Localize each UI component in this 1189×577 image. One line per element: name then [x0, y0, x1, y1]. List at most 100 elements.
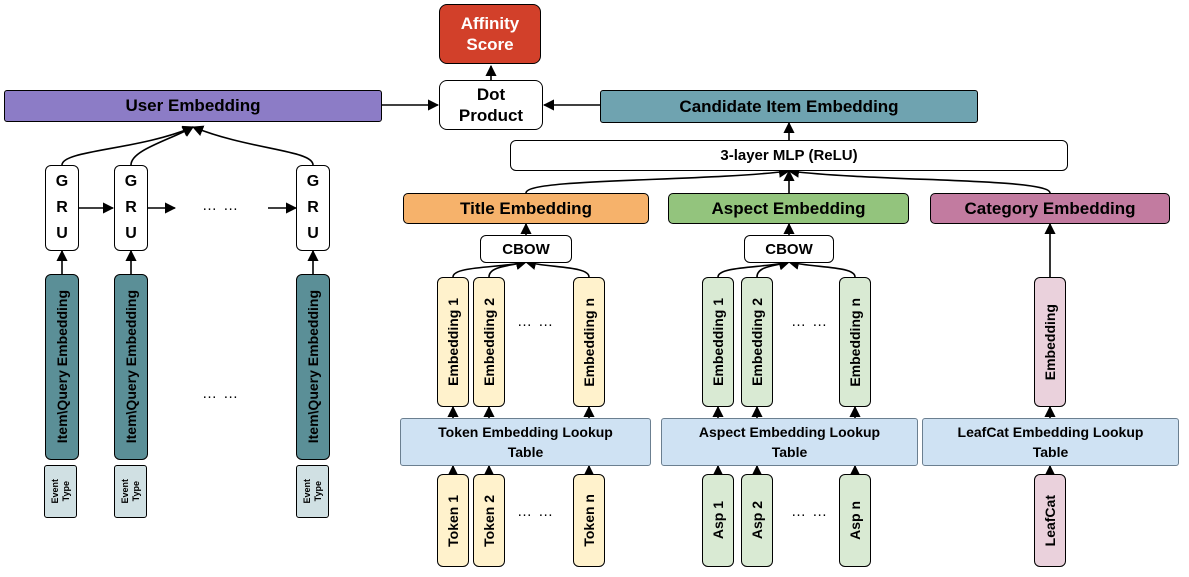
gru-letter-g: G — [306, 173, 320, 190]
category-embedding-label: Category Embedding — [964, 198, 1136, 218]
curve-gru1-to-user — [61, 125, 195, 166]
gru-letter-u: U — [125, 225, 137, 242]
aspect-embedding-2: Embedding 2 — [741, 277, 773, 407]
category-embedding-box: Category Embedding — [930, 193, 1170, 224]
gru-letter-g: G — [124, 173, 138, 190]
token-2: Token 2 — [473, 474, 505, 567]
asp-ellipsis: … … — [791, 503, 829, 520]
affinity-label-line1: Affinity — [460, 14, 520, 33]
title-embedding-1: Embedding 1 — [437, 277, 469, 407]
title-embedding-n: Embedding n — [573, 277, 605, 407]
title-embedding-2: Embedding 2 — [473, 277, 505, 407]
aspect-cbow-label: CBOW — [765, 240, 813, 258]
item-query-embedding-3: Item\Query Embedding — [296, 274, 330, 460]
item-query-label: Item\Query Embedding — [54, 290, 70, 444]
event-type-3: Event Type — [296, 465, 329, 518]
asp-1-label: Asp 1 — [710, 501, 726, 540]
title-embedding-1-label: Embedding 1 — [445, 298, 461, 386]
event-word: Event — [119, 479, 130, 504]
title-embedding-n-label: Embedding n — [581, 297, 597, 387]
mlp-box: 3-layer MLP (ReLU) — [510, 140, 1068, 171]
item-query-label: Item\Query Embedding — [123, 290, 139, 444]
token-1-label: Token 1 — [445, 494, 461, 547]
aspect-embedding-ellipsis: … … — [791, 313, 829, 330]
leafcat-lookup-line2: Table — [1032, 444, 1069, 460]
aspect-embedding-1-label: Embedding 1 — [710, 298, 726, 386]
title-embedding-box: Title Embedding — [403, 193, 649, 224]
gru-letter-r: R — [56, 199, 68, 216]
gru-cell-1: G R U — [45, 165, 79, 251]
asp-2-label: Asp 2 — [749, 501, 765, 540]
curve-title-to-mlp — [525, 166, 791, 194]
gru-letter-u: U — [307, 225, 319, 242]
gru-ellipsis: … … — [202, 197, 240, 214]
token-lookup-line2: Table — [507, 444, 544, 460]
gru-letter-g: G — [55, 173, 69, 190]
curve-gru3-to-user — [191, 125, 314, 166]
leafcat-input: LeafCat — [1034, 474, 1066, 567]
aspect-lookup-table: Aspect Embedding Lookup Table — [661, 418, 918, 466]
aspect-cbow-box: CBOW — [744, 235, 834, 263]
title-cbow-label: CBOW — [502, 240, 550, 258]
type-word: Type — [60, 481, 71, 502]
leafcat-label: LeafCat — [1042, 494, 1058, 547]
user-embedding-label: User Embedding — [125, 96, 261, 115]
title-embedding-label: Title Embedding — [460, 198, 592, 218]
token-n: Token n — [573, 474, 605, 567]
event-type-1: Event Type — [44, 465, 77, 518]
title-cbow-box: CBOW — [480, 235, 572, 263]
curve-gru2-to-user — [130, 126, 194, 166]
aspect-embedding-1: Embedding 1 — [702, 277, 734, 407]
asp-2: Asp 2 — [741, 474, 773, 567]
token-1: Token 1 — [437, 474, 469, 567]
user-embedding-box: User Embedding — [4, 90, 382, 122]
item-query-embedding-2: Item\Query Embedding — [114, 274, 148, 460]
item-query-embedding-1: Item\Query Embedding — [45, 274, 79, 460]
asp-n: Asp n — [839, 474, 871, 567]
curve-tembn-to-cbow — [524, 259, 590, 278]
asp-n-label: Asp n — [847, 501, 863, 540]
token-lookup-table: Token Embedding Lookup Table — [400, 418, 651, 466]
aspect-embedding-label: Aspect Embedding — [711, 198, 866, 218]
aspect-embedding-n: Embedding n — [839, 277, 871, 407]
dot-product-box: Dot Product — [439, 80, 543, 130]
affinity-score-box: Affinity Score — [439, 4, 541, 64]
category-embedding-text: Embedding — [1042, 303, 1058, 381]
gru-cell-2: G R U — [114, 165, 148, 251]
dot-label-line1: Dot — [476, 85, 506, 104]
token-lookup-line1: Token Embedding Lookup — [438, 424, 613, 440]
dot-label-line2: Product — [458, 106, 524, 125]
title-embedding-2-label: Embedding 2 — [481, 298, 497, 386]
mlp-label: 3-layer MLP (ReLU) — [720, 147, 858, 164]
asp-1: Asp 1 — [702, 474, 734, 567]
leafcat-lookup-line1: LeafCat Embedding Lookup — [957, 424, 1144, 440]
token-n-label: Token n — [581, 494, 597, 547]
gru-letter-u: U — [56, 225, 68, 242]
affinity-label-line2: Score — [466, 35, 514, 54]
aspect-embedding-n-label: Embedding n — [847, 297, 863, 387]
item-query-ellipsis: … … — [202, 385, 240, 402]
type-word: Type — [130, 481, 141, 502]
curve-category-to-mlp — [787, 166, 1051, 194]
title-embedding-ellipsis: … … — [517, 313, 555, 330]
token-2-label: Token 2 — [481, 494, 497, 547]
item-query-label: Item\Query Embedding — [305, 290, 321, 444]
aspect-embedding-box: Aspect Embedding — [668, 193, 909, 224]
aspect-embedding-2-label: Embedding 2 — [749, 298, 765, 386]
aspect-lookup-line2: Table — [771, 444, 808, 460]
event-word: Event — [49, 479, 60, 504]
gru-letter-r: R — [125, 199, 137, 216]
aspect-lookup-line1: Aspect Embedding Lookup — [698, 424, 881, 440]
gru-letter-r: R — [307, 199, 319, 216]
leafcat-lookup-table: LeafCat Embedding Lookup Table — [922, 418, 1179, 466]
candidate-embedding-label: Candidate Item Embedding — [679, 96, 899, 116]
event-type-2: Event Type — [114, 465, 147, 518]
token-ellipsis: … … — [517, 503, 555, 520]
candidate-item-embedding-box: Candidate Item Embedding — [600, 90, 978, 123]
category-single-embedding: Embedding — [1034, 277, 1066, 407]
curve-aembn-to-cbow — [787, 258, 856, 278]
type-word: Type — [312, 481, 323, 502]
gru-cell-3: G R U — [296, 165, 330, 251]
event-word: Event — [301, 479, 312, 504]
